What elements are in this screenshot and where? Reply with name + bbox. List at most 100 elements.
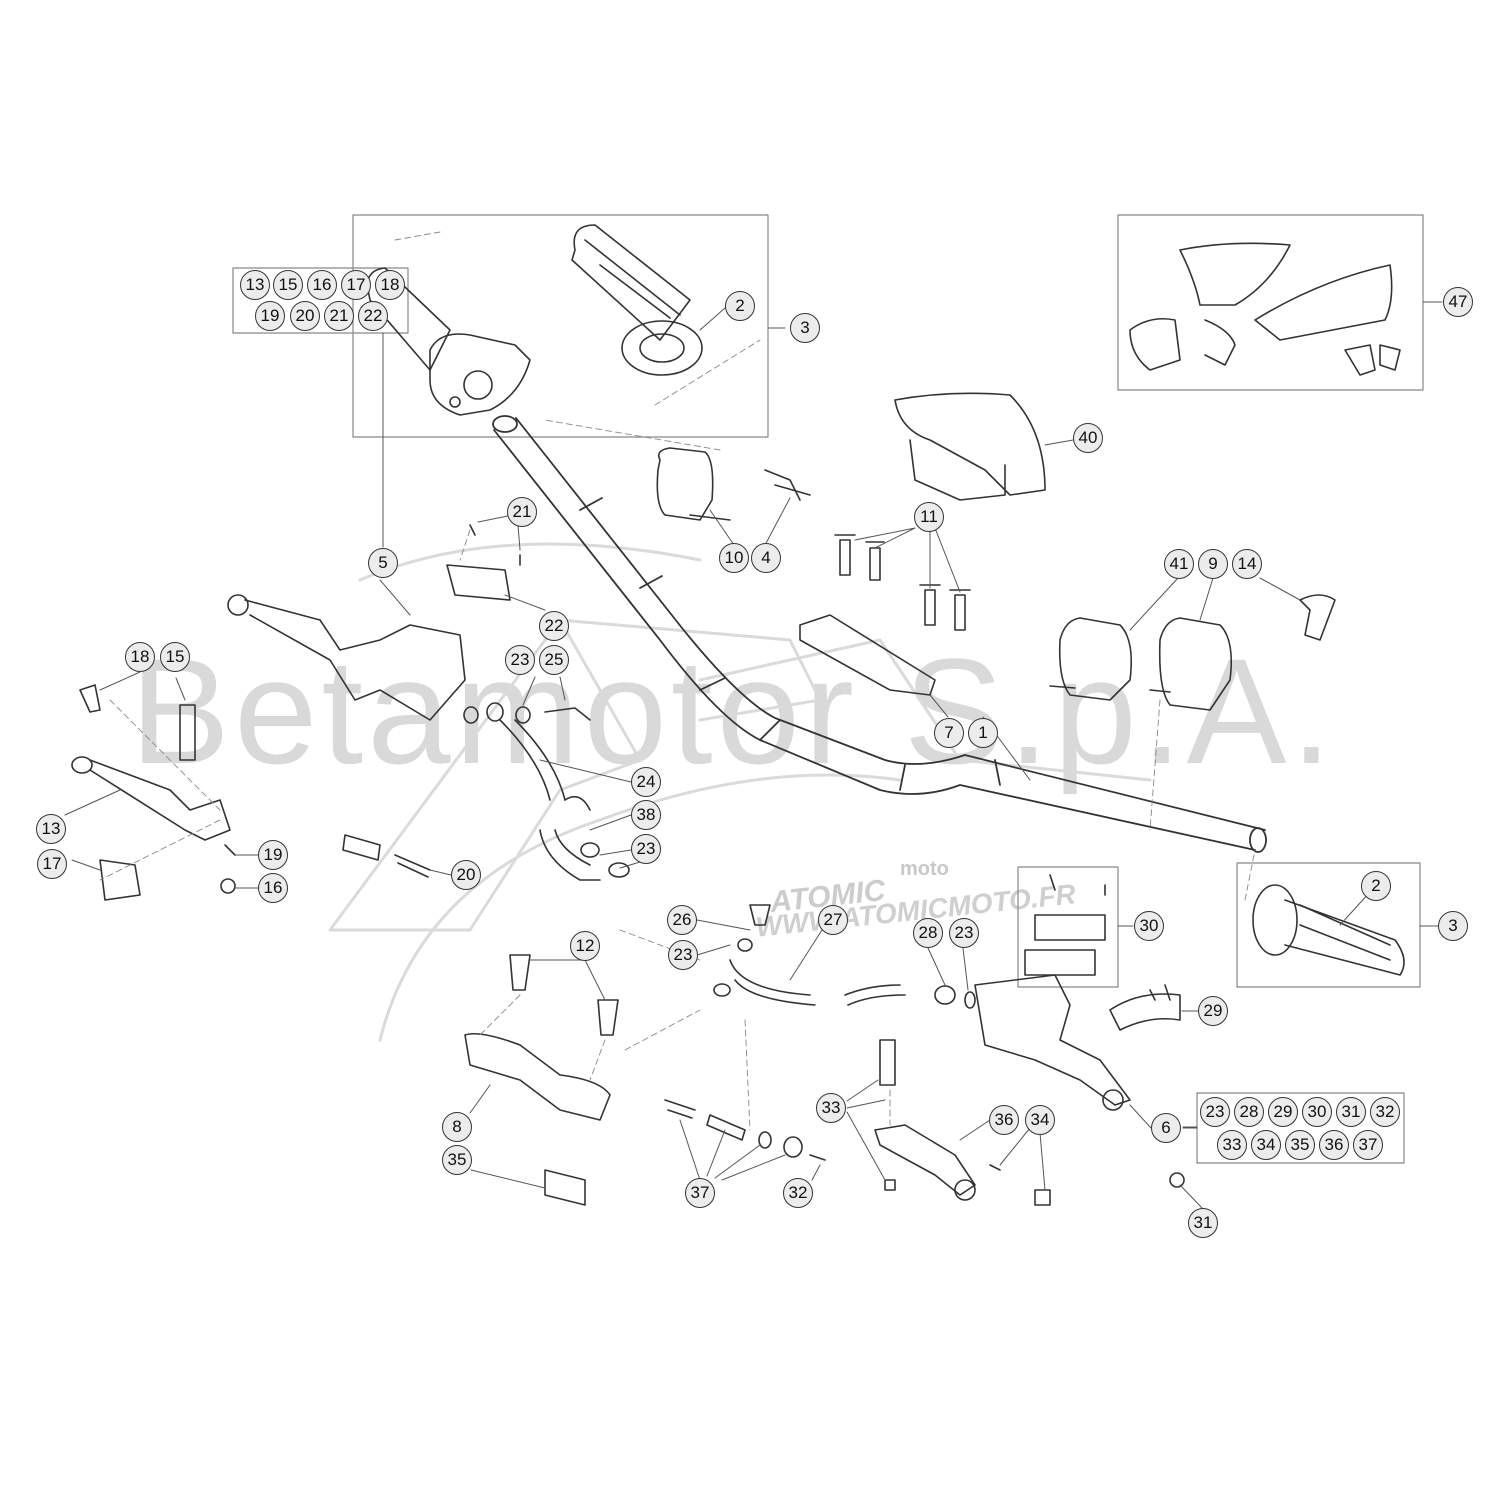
kit-left-19[interactable]: 19 — [255, 301, 285, 331]
kit-right-32[interactable]: 32 — [1370, 1097, 1400, 1127]
leader-lines — [64, 301, 1443, 1210]
kit-right-29[interactable]: 29 — [1268, 1097, 1298, 1127]
clamp-29-screws — [1149, 984, 1171, 1001]
callout-25-switch[interactable]: 25 — [539, 645, 569, 675]
callout-4-cable[interactable]: 4 — [751, 543, 781, 573]
switch-housings-drawing — [1049, 594, 1336, 711]
kit-right-30[interactable]: 30 — [1302, 1097, 1332, 1127]
kit-right-23[interactable]: 23 — [1200, 1097, 1230, 1127]
callout-17-pad[interactable]: 17 — [37, 849, 67, 879]
callout-8-lower-clamp[interactable]: 8 — [442, 1112, 472, 1142]
callout-1-handlebar[interactable]: 1 — [968, 718, 998, 748]
callout-23-washer-b[interactable]: 23 — [631, 834, 661, 864]
callout-18-screw[interactable]: 18 — [125, 642, 155, 672]
callout-13-lever[interactable]: 13 — [36, 814, 66, 844]
callout-37-adjuster[interactable]: 37 — [685, 1178, 715, 1208]
callout-23-washer-d[interactable]: 23 — [668, 940, 698, 970]
callout-21-screws[interactable]: 21 — [507, 497, 537, 527]
handlebar — [492, 415, 1267, 853]
callout-16-nut[interactable]: 16 — [258, 873, 288, 903]
brand-watermark: Betamotor S.p.A. — [130, 627, 1337, 795]
kit-left-17[interactable]: 17 — [341, 270, 371, 300]
callout-6-brake-master[interactable]: 6 — [1151, 1113, 1181, 1143]
callout-34-spring[interactable]: 34 — [1025, 1105, 1055, 1135]
callout-40-display[interactable]: 40 — [1073, 423, 1103, 453]
callout-33-bolt[interactable]: 33 — [816, 1093, 846, 1123]
kit-right-28[interactable]: 28 — [1234, 1097, 1264, 1127]
callout-15-pin[interactable]: 15 — [160, 642, 190, 672]
clutch-hose-drawing — [463, 702, 630, 881]
callout-2-right-grip[interactable]: 2 — [1361, 871, 1391, 901]
callout-29-clamp[interactable]: 29 — [1198, 996, 1228, 1026]
callout-3-right-grip-set[interactable]: 3 — [1438, 911, 1468, 941]
lower-clamp-drawing — [464, 954, 619, 1121]
kit-right-35[interactable]: 35 — [1285, 1130, 1315, 1160]
callout-28-cap[interactable]: 28 — [913, 918, 943, 948]
callout-11-bolts[interactable]: 11 — [914, 502, 944, 532]
callout-14-strap[interactable]: 14 — [1232, 549, 1262, 579]
callout-27-brake-hose[interactable]: 27 — [818, 905, 848, 935]
kit-left-16[interactable]: 16 — [307, 270, 337, 300]
callout-22-cover[interactable]: 22 — [539, 611, 569, 641]
callout-10-switch[interactable]: 10 — [719, 543, 749, 573]
clutch-kit-box — [232, 267, 409, 334]
brake-pads-drawing — [1024, 874, 1106, 976]
clamp-29-drawing — [1109, 993, 1181, 1031]
callout-32-nut[interactable]: 32 — [783, 1178, 813, 1208]
callout-23-washer-c[interactable]: 23 — [949, 918, 979, 948]
callout-23-washer-a[interactable]: 23 — [505, 645, 535, 675]
adjuster-drawing — [664, 1099, 826, 1161]
callout-7-clamp-top[interactable]: 7 — [934, 718, 964, 748]
brake-pad-box — [1017, 866, 1119, 988]
callout-26-bolt[interactable]: 26 — [667, 905, 697, 935]
callout-2-left-grip[interactable]: 2 — [725, 291, 755, 321]
callout-19-spring[interactable]: 19 — [258, 840, 288, 870]
brake-lever-drawing — [874, 1039, 1185, 1206]
callout-38-bleeder[interactable]: 38 — [631, 800, 661, 830]
callout-24-clutch-hose[interactable]: 24 — [631, 767, 661, 797]
clutch-lever-drawing — [227, 524, 521, 721]
callout-47-handguards[interactable]: 47 — [1443, 287, 1473, 317]
logo-sub-watermark: moto — [900, 858, 949, 880]
kit-left-15[interactable]: 15 — [273, 270, 303, 300]
switch-drawing — [656, 447, 811, 521]
kit-right-37[interactable]: 37 — [1353, 1130, 1383, 1160]
callout-36-brake-lever[interactable]: 36 — [989, 1105, 1019, 1135]
pad-35-drawing — [544, 1169, 586, 1206]
kit-left-13[interactable]: 13 — [240, 270, 270, 300]
kit-left-21[interactable]: 21 — [324, 301, 354, 331]
kit-right-36[interactable]: 36 — [1319, 1130, 1349, 1160]
callout-5-clutch-master[interactable]: 5 — [368, 548, 398, 578]
handguard-drawing — [1129, 242, 1401, 376]
callout-30-pads[interactable]: 30 — [1134, 911, 1164, 941]
callout-35-pad[interactable]: 35 — [442, 1145, 472, 1175]
kit-left-22[interactable]: 22 — [358, 301, 388, 331]
brake-hose-drawing — [713, 904, 906, 1006]
callout-20-adjuster[interactable]: 20 — [451, 860, 481, 890]
clamp-top-drawing — [799, 614, 936, 696]
callout-3-grip-set[interactable]: 3 — [790, 313, 820, 343]
right-grip-drawing — [1252, 884, 1405, 976]
kit-right-34[interactable]: 34 — [1251, 1130, 1281, 1160]
watermark-shapes — [328, 542, 1152, 1042]
grip-set-box — [352, 214, 769, 438]
display-drawing — [894, 392, 1046, 501]
guide-lines — [99, 231, 1256, 1131]
kit-right-31[interactable]: 31 — [1336, 1097, 1366, 1127]
callout-9-switch[interactable]: 9 — [1198, 549, 1228, 579]
spare-clutch-lever-drawing — [71, 684, 231, 841]
kit-right-33[interactable]: 33 — [1217, 1130, 1247, 1160]
bolts-11-drawing — [834, 534, 971, 631]
kit-left-18[interactable]: 18 — [375, 270, 405, 300]
callout-41-switch[interactable]: 41 — [1164, 549, 1194, 579]
handguard-kit-box — [1117, 214, 1424, 391]
kit-left-20[interactable]: 20 — [290, 301, 320, 331]
left-grip-drawing — [571, 224, 703, 376]
brake-master-drawing — [934, 974, 1131, 1111]
right-grip-box — [1236, 862, 1421, 988]
clutch-hardware-drawing — [99, 834, 431, 901]
callout-31-nut[interactable]: 31 — [1188, 1208, 1218, 1238]
callout-12-bolts[interactable]: 12 — [570, 931, 600, 961]
